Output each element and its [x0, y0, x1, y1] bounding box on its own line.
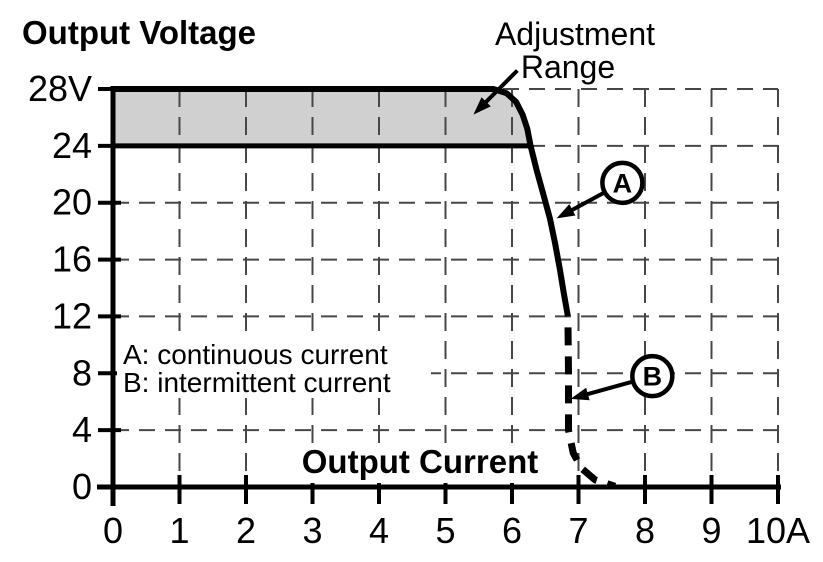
y-axis-title: Output Voltage	[22, 14, 256, 51]
y-tick-label-20: 20	[52, 182, 92, 223]
adjustment-band	[113, 89, 531, 146]
adjustment-range-arrow-head	[473, 97, 491, 115]
adjustment-band-layer	[113, 89, 531, 146]
y-tick-label-12: 12	[52, 295, 92, 336]
x-tick-label-5: 5	[435, 510, 455, 551]
x-tick-label-2: 2	[236, 510, 256, 551]
y-tick-label-28: 28V	[28, 68, 92, 109]
x-tick-label-6: 6	[502, 510, 522, 551]
marker-b-circle	[630, 353, 675, 399]
adjustment-range-arrow-shaft	[479, 69, 519, 109]
x-tick-label-8: 8	[635, 510, 655, 551]
adjustment-range-label-line1: Adjustment	[495, 16, 655, 52]
text-mask-layer	[117, 340, 565, 483]
marker-b-arrow-head	[570, 387, 590, 401]
curve-layer	[113, 86, 617, 490]
legend-line-a: A: continuous current	[123, 339, 388, 370]
y-tick-label-8: 8	[72, 352, 92, 393]
x-tick-label-7: 7	[568, 510, 588, 551]
marker-a-letter: A	[613, 168, 633, 198]
legend-line-b: B: intermittent current	[123, 367, 391, 398]
x-tick-label-9: 9	[701, 510, 721, 551]
marker-b-arrow-shaft	[579, 380, 632, 399]
x-tick-label-1: 1	[169, 510, 189, 551]
x-axis-title: Output Current	[302, 443, 538, 480]
x-tick-label-10: 10A	[746, 510, 810, 551]
axis-layer	[97, 86, 781, 506]
x-tick-label-4: 4	[369, 510, 389, 551]
curve-a-continuous	[113, 86, 571, 317]
y-tick-label-0: 0	[72, 466, 92, 507]
y-tick-label-4: 4	[72, 409, 92, 450]
adjustment-range-label-line2: Range	[521, 49, 615, 85]
y-tick-label-16: 16	[52, 239, 92, 280]
annotation-layer: AB	[473, 69, 675, 401]
grid-layer	[113, 88, 779, 487]
marker-a-arrow-head	[556, 204, 576, 219]
x-title-mask	[275, 443, 565, 483]
marker-a-circle	[600, 160, 645, 206]
curve-b-intermittent	[564, 316, 617, 490]
text-layer: Output Voltage Output Current Adjustment…	[22, 14, 655, 480]
x-tick-label-3: 3	[302, 510, 322, 551]
legend-mask	[117, 340, 431, 398]
marker-b-letter: B	[643, 362, 663, 392]
y-tick-label-24: 24	[52, 125, 92, 166]
x-tick-label-0: 0	[103, 510, 123, 551]
